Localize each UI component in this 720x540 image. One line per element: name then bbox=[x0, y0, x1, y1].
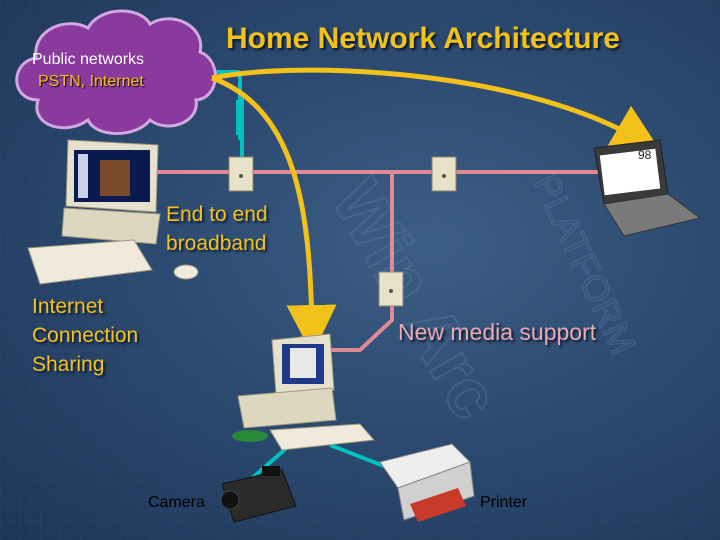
video-camera bbox=[220, 466, 297, 523]
cloud-label-line2: PSTN, Internet bbox=[38, 73, 144, 90]
ics-label: Internet Connection Sharing bbox=[32, 292, 138, 379]
wall-jack bbox=[431, 156, 457, 192]
connection-arrow bbox=[211, 67, 662, 355]
desktop-computer bbox=[232, 333, 376, 451]
end-to-end-label: End to end broadband bbox=[166, 200, 268, 258]
camera-label: Camera bbox=[148, 494, 205, 511]
end-to-end-line1: End to end bbox=[166, 203, 268, 226]
printer-label: Printer bbox=[480, 494, 528, 511]
wall-jack bbox=[378, 271, 404, 307]
ics-line2: Connection bbox=[32, 324, 139, 347]
ics-line1: Internet bbox=[32, 295, 104, 318]
new-media-label: New media support bbox=[398, 319, 597, 345]
ics-line3: Sharing bbox=[32, 353, 105, 376]
printer-device bbox=[379, 443, 475, 522]
laptop-computer: 98 bbox=[593, 139, 702, 237]
end-to-end-line2: broadband bbox=[166, 232, 267, 255]
public-network-cloud bbox=[15, 9, 217, 135]
laptop-screen-label: 98 bbox=[638, 148, 652, 162]
slide-title: Home Network Architecture bbox=[226, 22, 620, 55]
desktop-computer bbox=[27, 139, 199, 285]
cloud-label-line1: Public networks bbox=[32, 51, 145, 68]
wall-jack bbox=[228, 156, 254, 192]
